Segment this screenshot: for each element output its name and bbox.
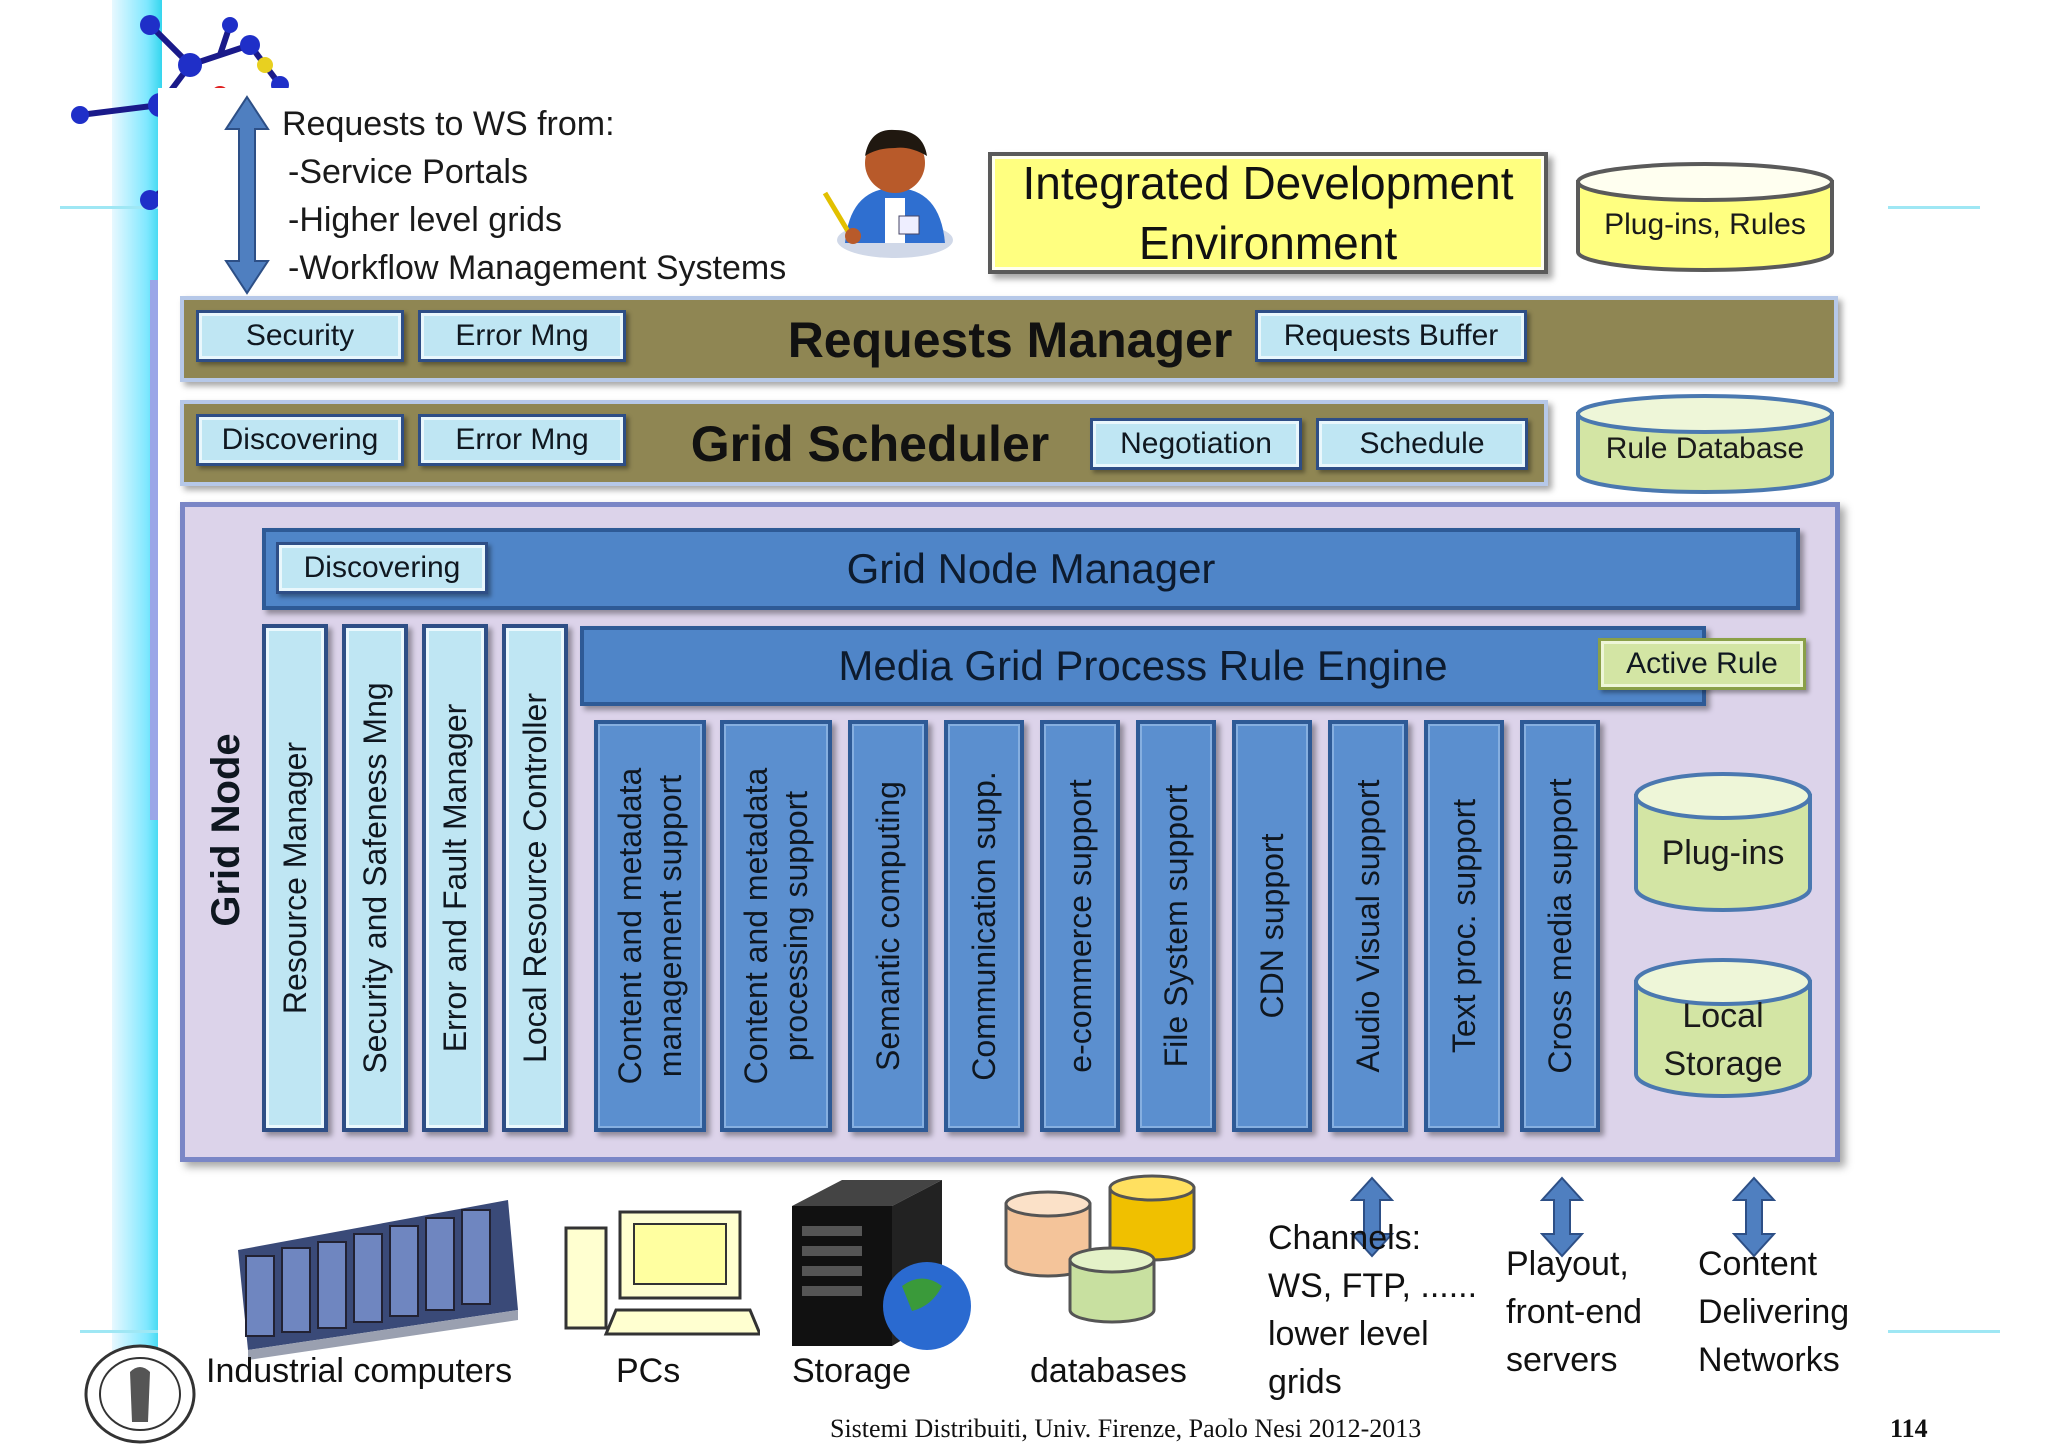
gs-discovering-chip: Discovering [196,414,404,466]
cross-media-support-column: Cross media support [1520,720,1600,1132]
file-system-support-column: File System support [1136,720,1216,1132]
plugins-cylinder-icon [1634,772,1812,912]
plugins-rules-cylinder-icon [1576,162,1834,272]
schedule-chip: Schedule [1316,418,1528,470]
cdn-line3: Networks [1698,1341,1840,1379]
local-resource-controller-column: Local Resource Controller [502,624,568,1132]
rm-error-mng-chip: Error Mng [418,310,626,362]
storage-server-icon [792,1180,971,1350]
local-storage-cylinder-icon [1634,958,1812,1098]
double-arrow-icon [224,95,270,295]
audio-visual-support-column: Audio Visual support [1328,720,1408,1132]
channels-text: Channels: WS, FTP, ...... lower level gr… [1268,1214,1477,1406]
grid-node-manager-band: Grid Node Manager [262,528,1800,610]
local-resource-controller-label: Local Resource Controller [517,693,553,1063]
playout-arrow-icon [1540,1176,1584,1258]
cdn-support-label: CDN support [1254,833,1290,1019]
databases-icon [1004,1174,1196,1324]
grid-scheduler-bar [180,400,1548,486]
local-storage-label-line2: Storage [1663,1045,1783,1083]
playout-line2: front-end [1506,1293,1643,1331]
requests-item-portals: -Service Portals [288,153,528,191]
pc-icon [564,1210,760,1336]
page-number: 114 [1890,1414,1928,1443]
playout-line3: servers [1506,1341,1618,1379]
cdn-line2: Delivering [1698,1293,1850,1331]
semantic-computing-label: Semantic computing [870,781,906,1071]
channels-line2: WS, FTP, ...... [1268,1267,1478,1305]
local-storage-label: Local Storage [1630,992,1816,1088]
local-storage-label-line1: Local [1682,997,1764,1035]
grid-node-manager-title: Grid Node Manager [846,545,1216,592]
active-rule-chip: Active Rule [1598,638,1806,690]
channels-arrow-icon [1350,1176,1394,1258]
audio-visual-support-label: Audio Visual support [1350,779,1386,1073]
rule-engine-title: Media Grid Process Rule Engine [838,642,1448,689]
footer-text: Sistemi Distribuiti, Univ. Firenze, Paol… [830,1414,1422,1443]
cdn-line1: Content [1698,1245,1818,1283]
requests-item-grids: -Higher level grids [288,201,562,239]
cross-media-support-label: Cross media support [1542,778,1578,1074]
channels-line4: grids [1268,1363,1342,1401]
requests-item-workflow: -Workflow Management Systems [288,249,787,287]
cdn-text: Content Delivering Networks [1698,1240,1849,1384]
requests-header: Requests to WS from: -Service Portals -H… [282,100,786,292]
communication-supp-column: Communication supp. [944,720,1024,1132]
gs-error-mng-chip: Error Mng [418,414,626,466]
storage-label: Storage [792,1352,912,1390]
playout-text: Playout, front-end servers [1506,1240,1642,1384]
channels-line1: Channels: [1268,1219,1422,1257]
security-safeness-label: Security and Safeness Mng [357,682,393,1074]
industrial-computers-label: Industrial computers [206,1352,513,1390]
ide-line1: Integrated Development [1022,157,1514,209]
semantic-computing-column: Semantic computing [848,720,928,1132]
slide-left-accent-strip [150,280,158,820]
error-fault-manager-column: Error and Fault Manager [422,624,488,1132]
ecommerce-support-column: e-commerce support [1040,720,1120,1132]
ide-line2: Environment [1138,217,1398,269]
plugins-label: Plug-ins [1661,834,1785,872]
user-person-icon [822,129,953,258]
pcs-label: PCs [616,1352,681,1390]
ide-box: Integrated Development Environment [988,152,1548,274]
grid-node-label: Grid Node [204,733,248,927]
gn-discovering-chip: Discovering [276,542,488,594]
requests-manager-title: Requests Manager [787,312,1233,368]
grid-node-label-wrap: Grid Node [186,733,266,926]
university-seal-icon [84,1344,196,1444]
text-proc-support-label: Text proc. support [1446,798,1482,1054]
rule-database-cylinder-icon [1576,394,1834,494]
requests-header-title: Requests to WS from: [282,105,615,143]
cdn-support-column: CDN support [1232,720,1312,1132]
playout-line1: Playout, [1506,1245,1629,1283]
resource-manager-label: Resource Manager [277,741,313,1015]
grid-scheduler-title: Grid Scheduler [690,416,1050,472]
requests-buffer-chip: Requests Buffer [1255,310,1527,362]
text-proc-support-column: Text proc. support [1424,720,1504,1132]
plugins-rules-label: Plug-ins, Rules [1604,208,1806,241]
security-safeness-column: Security and Safeness Mng [342,624,408,1132]
cdn-arrow-icon [1732,1176,1776,1258]
resource-manager-column: Resource Manager [262,624,328,1132]
industrial-computers-icon [238,1200,518,1360]
rule-engine-band: Media Grid Process Rule Engine [580,626,1706,706]
rule-database-label: Rule Database [1605,432,1805,465]
negotiation-chip: Negotiation [1090,418,1302,470]
databases-label: databases [1030,1352,1187,1390]
security-chip: Security [196,310,404,362]
ecommerce-support-label: e-commerce support [1062,779,1098,1073]
error-fault-manager-label: Error and Fault Manager [437,703,473,1053]
channels-line3: lower level [1268,1315,1429,1353]
file-system-support-label: File System support [1158,784,1194,1068]
communication-supp-label: Communication supp. [966,771,1002,1081]
